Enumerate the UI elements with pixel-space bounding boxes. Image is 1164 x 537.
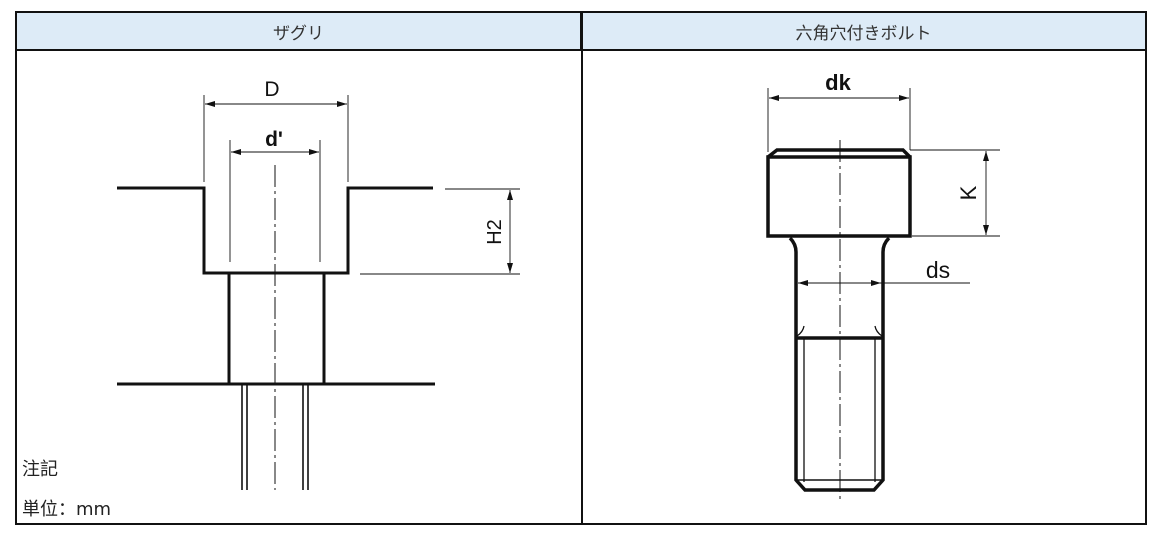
dimension-label-K: K [956, 185, 981, 200]
column-divider [581, 13, 583, 523]
dimension-label-dk: dk [825, 70, 851, 95]
dimension-label-d-prime: d' [265, 128, 283, 151]
dimension-label-D: D [264, 78, 279, 101]
hex-socket-bolt-drawing [766, 88, 1000, 500]
counterbore-outline [117, 186, 435, 386]
dimension-label-ds: ds [926, 257, 950, 283]
counterbore-drawing [117, 95, 520, 490]
unit-label: 単位：mm [22, 499, 112, 520]
thread-lines [796, 325, 883, 482]
bolt-dimension-lines [767, 88, 1000, 286]
bolt-hole-lines [241, 384, 309, 490]
spec-table: ザグリ 六角穴付きボルト [15, 11, 1147, 525]
dimension-lines [203, 95, 520, 275]
dimension-label-H2: H2 [484, 219, 506, 245]
note-label: 注記 [22, 459, 58, 480]
bolt-outline [766, 148, 912, 492]
header-counterbore: ザグリ [17, 13, 582, 51]
header-hex-socket-bolt: 六角穴付きボルト [582, 13, 1145, 51]
